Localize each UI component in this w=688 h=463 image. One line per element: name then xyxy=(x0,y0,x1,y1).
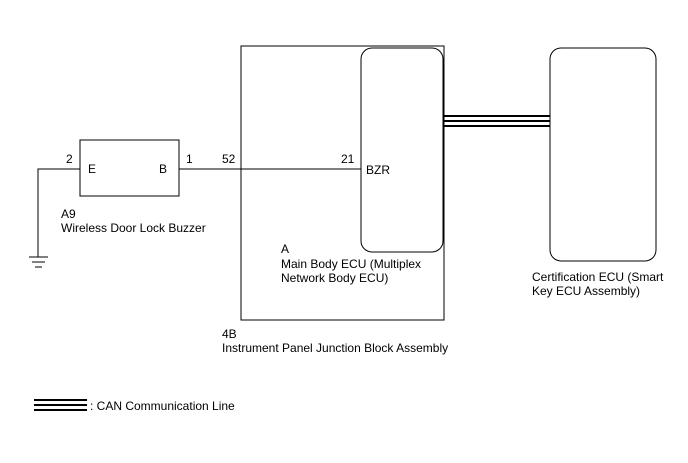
junction-block-name: Instrument Panel Junction Block Assembly xyxy=(222,341,449,355)
ground-wire xyxy=(37,168,80,257)
legend-can-line-label: : CAN Communication Line xyxy=(90,399,235,413)
buzzer-pin-b-label: B xyxy=(159,162,168,176)
main-body-ecu-name-line1: Main Body ECU (Multiplex xyxy=(281,257,422,271)
main-body-ecu-pin-number: 21 xyxy=(341,152,355,166)
buzzer-connector-code: A9 xyxy=(61,207,76,221)
junction-block-input-pin: 52 xyxy=(222,152,236,166)
can-bus-line xyxy=(443,115,550,127)
junction-block-box xyxy=(240,45,445,321)
main-body-ecu-connector-code: A xyxy=(281,242,290,256)
ground-icon xyxy=(29,256,48,268)
main-body-ecu-box xyxy=(360,47,444,253)
buzzer-pin-e-number: 2 xyxy=(66,152,73,166)
buzzer-pin-e-label: E xyxy=(88,162,97,176)
certification-ecu-box xyxy=(549,47,657,262)
buzzer-name: Wireless Door Lock Buzzer xyxy=(61,221,206,235)
buzzer-pin-b-number: 1 xyxy=(186,152,193,166)
certification-ecu-name-line1: Certification ECU (Smart xyxy=(532,270,664,284)
buzzer-box xyxy=(79,139,180,197)
main-body-ecu-pin-label: BZR xyxy=(366,163,390,177)
main-body-ecu-name-line2: Network Body ECU) xyxy=(281,271,389,285)
certification-ecu-name-line2: Key ECU Assembly) xyxy=(532,284,641,298)
legend-can-line-symbol xyxy=(34,399,87,411)
junction-block-connector-code: 4B xyxy=(222,327,237,341)
